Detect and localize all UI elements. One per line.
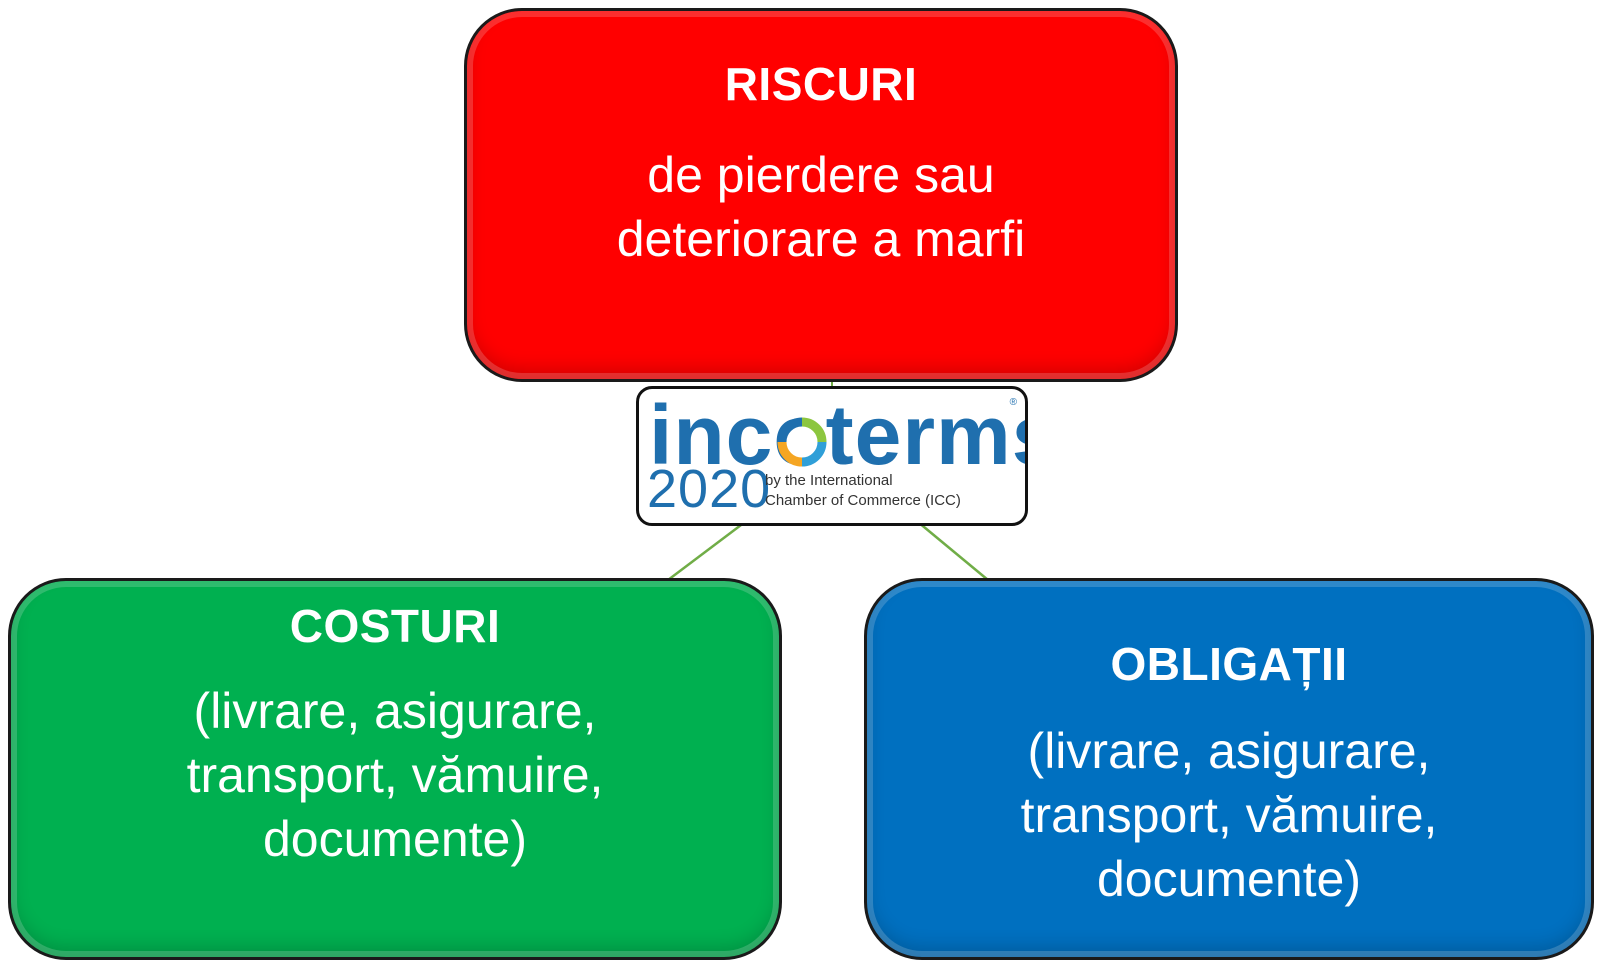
costs-description-line: transport, vămuire, (186, 747, 604, 803)
risks-description-line: de pierdere sau (647, 147, 995, 203)
obligations-description-line: transport, vămuire, (1020, 787, 1438, 843)
logo-tagline-line: Chamber of Commerce (ICC) (765, 492, 961, 509)
incoterms-2020-logo: incoterms 2020 by the International Cham… (636, 386, 1028, 526)
logo-tagline-line: by the International (765, 472, 893, 489)
obligations-box: OBLIGAȚII (livrare, asigurare, transport… (864, 578, 1594, 960)
connector-to-obligations (917, 521, 989, 581)
costs-title: COSTURI (289, 600, 501, 652)
logo-wordmark: incoterms (649, 388, 1028, 482)
obligations-description: (livrare, asigurare, transport, vămuire,… (867, 719, 1591, 911)
costs-box: COSTURI (livrare, asigurare, transport, … (8, 578, 782, 960)
risks-title: RISCURI (724, 58, 918, 110)
logo-year: 2020 (647, 459, 772, 519)
obligations-description-line: documente) (1096, 851, 1362, 907)
risks-description: de pierdere sau deteriorare a marfi (467, 143, 1175, 271)
obligations-title: OBLIGAȚII (1110, 638, 1348, 690)
connector-to-costs (667, 521, 746, 581)
costs-description-line: (livrare, asigurare, (193, 683, 597, 739)
logo-tagline: by the International Chamber of Commerce… (765, 471, 961, 511)
costs-description-line: documente) (262, 811, 528, 867)
risks-description-line: deteriorare a marfi (616, 211, 1026, 267)
logo-ring-icon (777, 417, 827, 467)
obligations-description-line: (livrare, asigurare, (1027, 723, 1431, 779)
costs-description: (livrare, asigurare, transport, vămuire,… (11, 679, 779, 871)
registered-mark-icon: ® (1009, 397, 1017, 408)
risks-box: RISCURI de pierdere sau deteriorare a ma… (464, 8, 1178, 382)
